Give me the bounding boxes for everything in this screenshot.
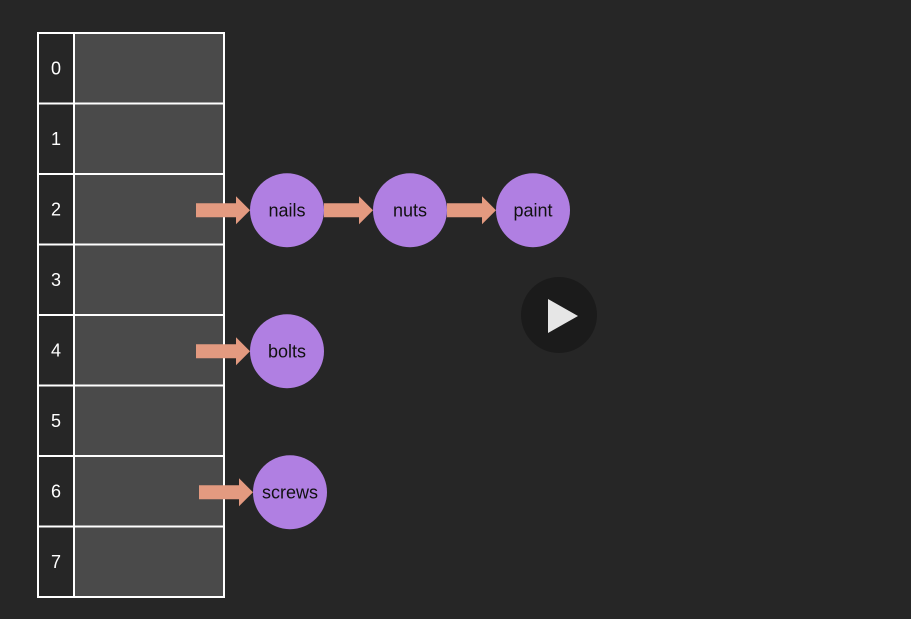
node-label: screws [262, 482, 318, 502]
bucket-chain: nails nuts paint [196, 173, 570, 248]
bucket-slot [74, 526, 224, 597]
bucket-index-label: 7 [51, 552, 61, 572]
bucket-index-cell [38, 33, 74, 104]
node-circle [250, 314, 324, 389]
bucket-index-label: 1 [51, 129, 61, 149]
bucket-index-label: 5 [51, 411, 61, 431]
node-label: nails [268, 200, 305, 220]
node-circle [253, 455, 327, 530]
bucket-slot [74, 385, 224, 456]
bucket-row: 6 [38, 456, 224, 527]
bucket-index-cell [38, 385, 74, 456]
bucket-slot [74, 33, 224, 104]
node-circle [373, 173, 447, 248]
bucket-index-label: 4 [51, 340, 61, 360]
pointer-arrow [196, 196, 250, 225]
bucket-index-label: 0 [51, 58, 61, 78]
bucket-row: 4 [38, 315, 224, 386]
list-node: screws [253, 455, 327, 530]
bucket-slot [74, 244, 224, 315]
list-node: paint [496, 173, 570, 248]
bucket-slot [74, 103, 224, 174]
chains: nails nuts paint bolts screws [196, 173, 570, 530]
bucket-row: 5 [38, 385, 224, 456]
list-node: nuts [373, 173, 447, 248]
pointer-arrow [324, 196, 373, 225]
table-grid [37, 32, 225, 598]
list-node: bolts [250, 314, 324, 389]
bucket-row: 0 [38, 33, 224, 104]
node-label: bolts [268, 341, 306, 361]
bucket-chain: bolts [196, 314, 324, 389]
node-label: paint [513, 200, 552, 220]
bucket-index-label: 2 [51, 199, 61, 219]
bucket-array: 0 1 2 3 4 5 6 7 [37, 32, 225, 598]
node-label: nuts [393, 200, 427, 220]
bucket-row: 7 [38, 526, 224, 597]
bucket-index-cell [38, 103, 74, 174]
play-triangle [548, 299, 578, 333]
bucket-index-cell [38, 315, 74, 386]
bucket-chain: screws [199, 455, 327, 530]
bucket-index-cell [38, 526, 74, 597]
pointer-arrow [196, 337, 250, 366]
node-circle [250, 173, 324, 248]
play-button[interactable] [521, 277, 597, 353]
bucket-index-cell [38, 174, 74, 245]
bucket-index-cell [38, 244, 74, 315]
play-icon [548, 299, 578, 333]
bucket-index-label: 3 [51, 270, 61, 290]
bucket-index-label: 6 [51, 481, 61, 501]
pointer-arrow [199, 478, 253, 507]
list-node: nails [250, 173, 324, 248]
bucket-row: 1 [38, 103, 224, 174]
pointer-arrow [447, 196, 496, 225]
node-circle [496, 173, 570, 248]
bucket-index-cell [38, 456, 74, 527]
bucket-row: 3 [38, 244, 224, 315]
